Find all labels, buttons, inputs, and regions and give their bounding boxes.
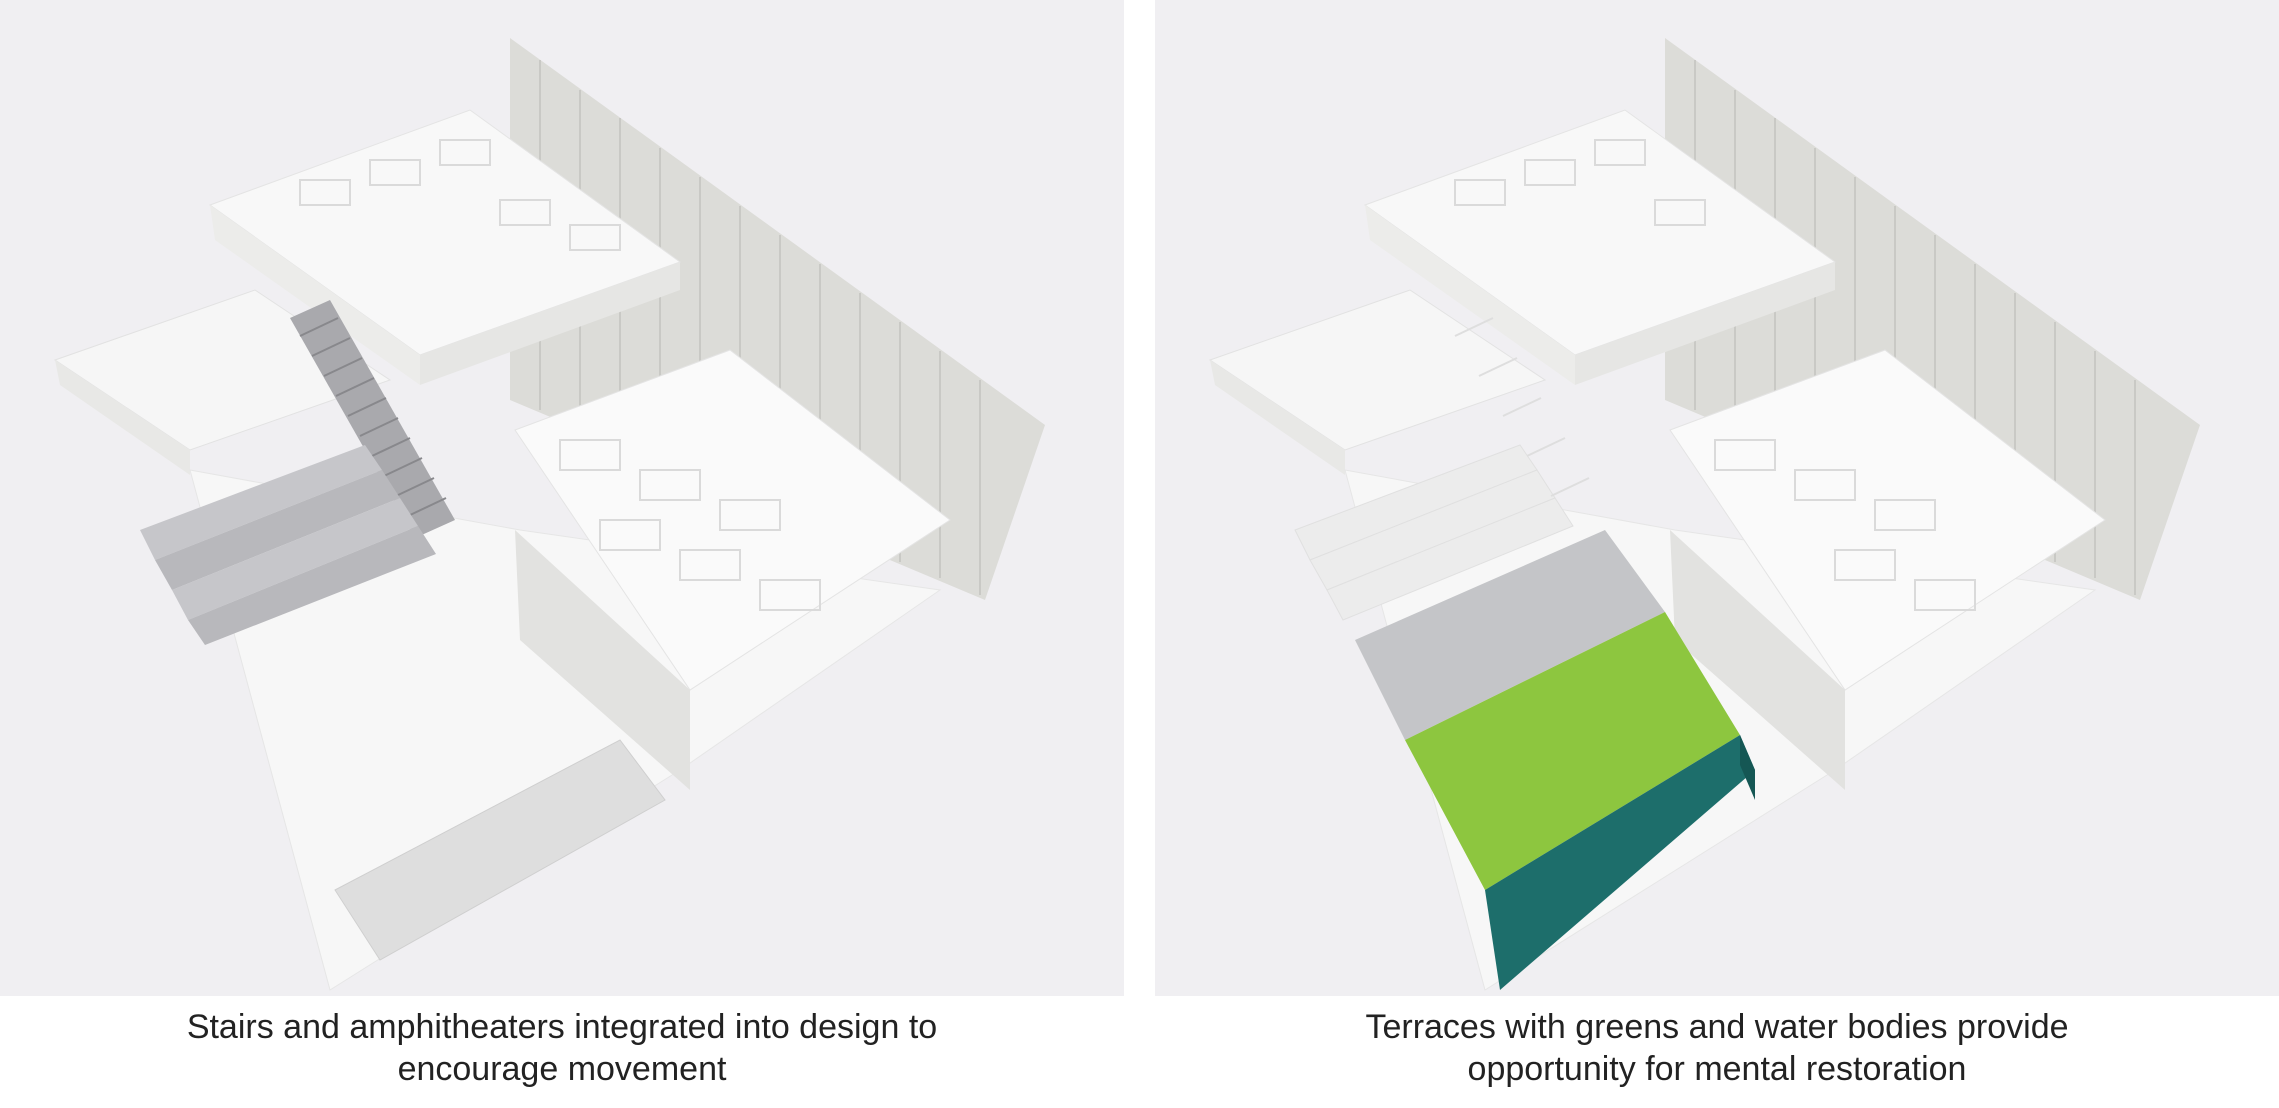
green-terrace — [1405, 612, 1740, 890]
diagram-panel-terraces — [1155, 0, 2279, 996]
workspace-wall — [515, 530, 690, 790]
upper-level-front — [1575, 262, 1835, 385]
caption-stairs: Stairs and amphitheaters integrated into… — [0, 1006, 1124, 1090]
faded-staircase — [1454, 317, 1590, 497]
caption-line-1: Stairs and amphitheaters integrated into… — [186, 1008, 938, 1046]
faded-amphitheater — [1294, 444, 1574, 621]
desk-grid — [299, 139, 821, 611]
desk-grid — [1454, 139, 1976, 611]
fin-wall — [510, 38, 1045, 600]
fin-wall — [1665, 38, 2200, 600]
lounge-side — [1210, 360, 1345, 475]
upper-level-front — [420, 262, 680, 385]
water-terrace — [1485, 735, 1755, 990]
caption-terraces: Terraces with greens and water bodies pr… — [1155, 1006, 2279, 1090]
caption-line-2: encourage movement — [397, 1050, 727, 1088]
diagram-panel-stairs — [0, 0, 1124, 996]
caption-line-2: opportunity for mental restoration — [1467, 1050, 1967, 1088]
lounge-side — [55, 360, 190, 475]
workspace-wall — [1670, 530, 1845, 790]
upper-level-side — [210, 205, 420, 385]
upper-level-side — [1365, 205, 1575, 385]
workspace-floor — [514, 349, 951, 691]
terrace-frame — [334, 739, 666, 961]
amphitheater-steps — [140, 445, 436, 645]
water-terrace-edge — [1740, 735, 1755, 800]
staircase — [290, 300, 455, 538]
isometric-building-diagram-left — [53, 38, 1045, 991]
isometric-building-diagram-right — [1208, 38, 2200, 991]
stone-terrace — [1355, 530, 1665, 740]
caption-line-1: Terraces with greens and water bodies pr… — [1365, 1008, 2069, 1046]
workspace-floor — [1669, 349, 2106, 691]
fin-lines — [539, 60, 981, 595]
